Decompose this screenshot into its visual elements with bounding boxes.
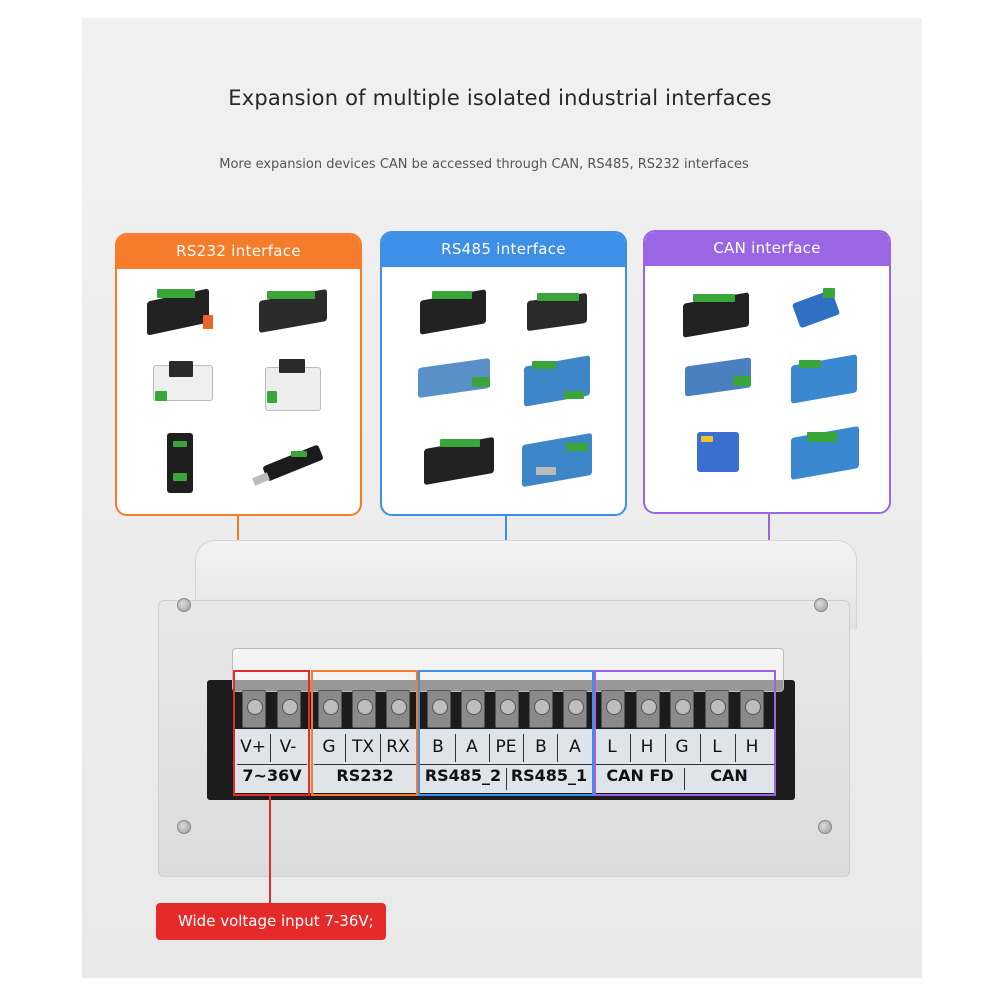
terminal-screw: [740, 690, 764, 728]
group-label-rs485-1: RS485_1: [510, 766, 588, 785]
rs232-interface-label: RS232 interface: [117, 235, 360, 269]
pin-divider: [345, 734, 346, 762]
terminal-screw: [563, 690, 587, 728]
pin-divider: [489, 734, 490, 762]
terminal-screw: [705, 690, 729, 728]
terminal-pin-label: G: [322, 737, 336, 757]
group-label-rs485-2: RS485_2: [424, 766, 502, 785]
terminal-screw: [529, 690, 553, 728]
rs232-interface-box: RS232 interface: [115, 233, 362, 516]
terminal-pin-label: V-: [279, 737, 297, 757]
enclosure-screw: [177, 598, 191, 612]
rs485-interface-label: RS485 interface: [382, 233, 625, 267]
page-subtitle: More expansion devices CAN be accessed t…: [219, 157, 749, 172]
enclosure-screw: [814, 598, 828, 612]
terminal-screw: [318, 690, 342, 728]
enclosure-screw: [818, 820, 832, 834]
group-label-can-fd: CAN FD: [606, 766, 674, 785]
terminal-pin-label: L: [712, 737, 722, 757]
terminal-screw: [601, 690, 625, 728]
group-label-rs232: RS232: [336, 766, 394, 785]
terminal-pin-label: TX: [351, 737, 375, 757]
terminal-pin-label: H: [745, 737, 759, 757]
terminal-screw: [277, 690, 301, 728]
can-interface-label: CAN interface: [645, 232, 889, 266]
terminal-pin-label: PE: [495, 737, 517, 757]
terminal-screw: [427, 690, 451, 728]
terminal-pin-label: B: [535, 737, 547, 757]
group-divider-line: [237, 764, 307, 765]
power-highlight-frame: [233, 670, 310, 796]
power-connector-line: [269, 796, 271, 904]
group-divider: [684, 768, 685, 790]
rs485-highlight-frame: [418, 670, 594, 796]
terminal-screw: [636, 690, 660, 728]
rs232-highlight-frame: [311, 670, 418, 796]
terminal-pin-label: L: [607, 737, 617, 757]
can-highlight-frame: [594, 670, 776, 796]
pin-divider: [270, 734, 271, 762]
group-divider-line: [314, 764, 416, 765]
terminal-screw: [495, 690, 519, 728]
terminal-pin-label: A: [569, 737, 581, 757]
terminal-screw: [242, 690, 266, 728]
group-label-can: CAN: [710, 766, 748, 785]
pin-divider: [630, 734, 631, 762]
terminal-pin-label: A: [466, 737, 478, 757]
page-title: Expansion of multiple isolated industria…: [228, 86, 772, 110]
terminal-screw: [386, 690, 410, 728]
terminal-screw: [670, 690, 694, 728]
terminal-screw: [461, 690, 485, 728]
group-divider: [506, 768, 507, 790]
terminal-pin-label: B: [432, 737, 444, 757]
group-label-power: 7~36V: [242, 766, 302, 785]
enclosure-screw: [177, 820, 191, 834]
pin-divider: [523, 734, 524, 762]
terminal-pin-label: G: [675, 737, 689, 757]
terminal-screw: [352, 690, 376, 728]
pin-divider: [455, 734, 456, 762]
rs485-interface-box: RS485 interface: [380, 231, 627, 516]
terminal-pin-label: V+: [240, 737, 266, 757]
pin-divider: [700, 734, 701, 762]
pin-divider: [380, 734, 381, 762]
group-divider-line: [420, 764, 592, 765]
group-divider-line: [596, 764, 774, 765]
pin-divider: [665, 734, 666, 762]
pin-divider: [557, 734, 558, 762]
pin-divider: [735, 734, 736, 762]
rs232-connector-line: [237, 516, 239, 550]
can-interface-box: CAN interface: [643, 230, 891, 514]
terminal-pin-label: H: [640, 737, 654, 757]
terminal-pin-label: RX: [386, 737, 410, 757]
wide-voltage-callout: Wide voltage input 7-36V;: [156, 903, 386, 940]
